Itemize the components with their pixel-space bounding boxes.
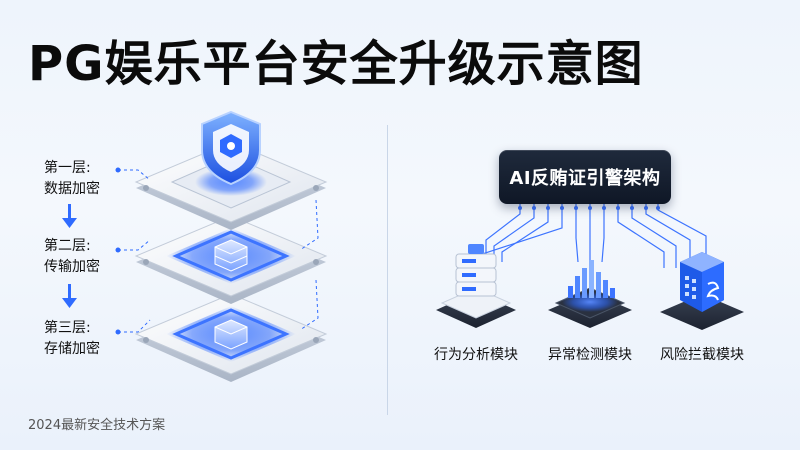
server-stack-icon [436, 244, 516, 328]
module-label-risk: 风险拦截模块 [660, 347, 744, 363]
layer-1-title: 第一层: [44, 160, 91, 176]
layer-connectors [118, 169, 319, 333]
layer-2-desc: 传输加密 [44, 259, 100, 275]
layer-2-title: 第二层: [44, 238, 91, 254]
architecture-label: AI反贿证引警架构 [509, 168, 661, 189]
layer-label-1: 第一层: 数据加密 [44, 158, 100, 200]
platform-layer-3 [134, 293, 328, 382]
platform-layer-2 [134, 215, 328, 304]
cube-icon [214, 239, 248, 272]
module-label-behavior: 行为分析模块 [434, 347, 518, 363]
architecture-box: AI反贿证引警架构 [499, 150, 671, 204]
layer-label-2: 第二层: 传输加密 [44, 236, 100, 278]
footer-note: 2024最新安全技术方案 [28, 418, 166, 433]
module-label-anomaly: 异常检测模块 [548, 347, 632, 363]
shield-icon [201, 110, 261, 186]
down-arrow-icon [62, 284, 77, 308]
bar-chart-icon [548, 260, 632, 328]
architecture-connectors [469, 204, 707, 268]
layer-1-desc: 数据加密 [44, 181, 100, 197]
section-divider [387, 125, 388, 415]
page-title: PG娱乐平台安全升级示意图 [28, 36, 644, 92]
firewall-icon [660, 252, 744, 330]
down-arrow-icon [62, 204, 77, 228]
layer-3-title: 第三层: [44, 320, 91, 336]
layer-label-3: 第三层: 存储加密 [44, 318, 100, 360]
layer-3-desc: 存储加密 [44, 341, 100, 357]
cube-icon [214, 319, 248, 350]
